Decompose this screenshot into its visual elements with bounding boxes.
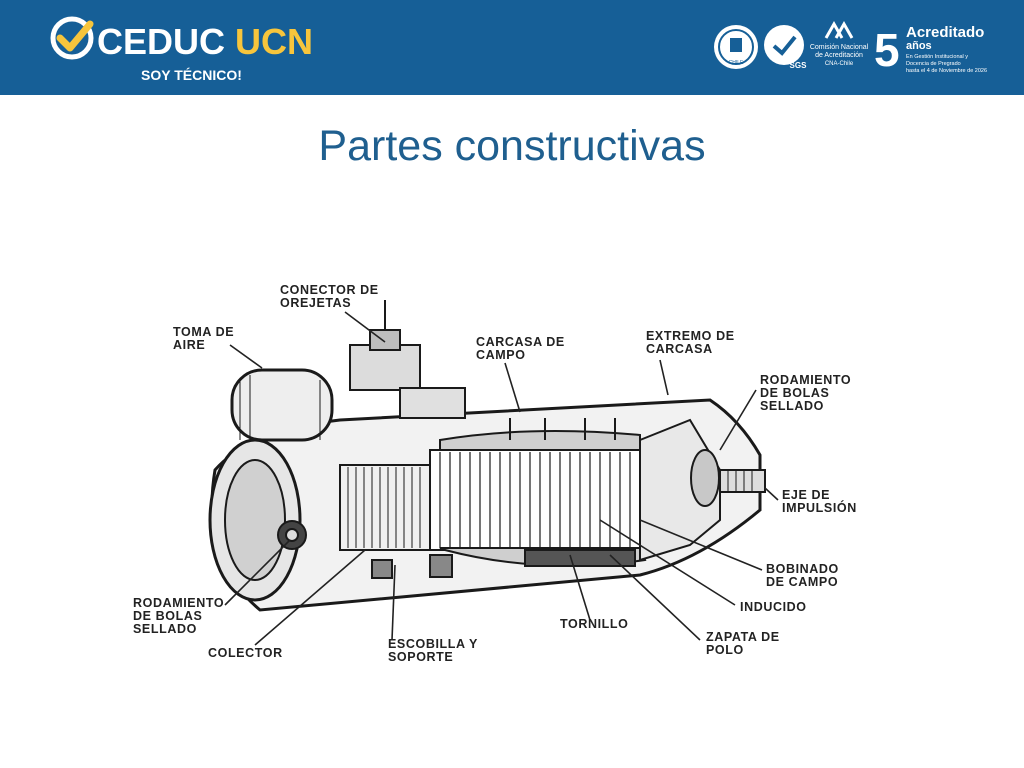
header-bar: CEDUC UCN SOY TÉCNICO! CHILE SGS Comisió… (0, 0, 1024, 95)
label-colector: COLECTOR (208, 646, 283, 660)
armature-slots (439, 452, 631, 548)
accreditation-detail-1: En Gestión Institucional y (906, 54, 968, 60)
brand-slogan: SOY TÉCNICO! (141, 67, 242, 83)
sgs-certification-icon: SGS (764, 25, 807, 70)
accreditation-badges: CHILE SGS Comisión Nacional de Acreditac… (714, 20, 987, 76)
accreditation-subtitle: años (906, 40, 932, 52)
ceduc-logo[interactable]: CEDUC UCN SOY TÉCNICO! (50, 14, 350, 86)
sgs-text: SGS (790, 61, 808, 70)
brand-name-accent: UCN (235, 21, 313, 62)
label-inducido: INDUCIDO (740, 600, 807, 614)
accreditation-detail-3: hasta el 4 de Noviembre de 2026 (906, 68, 987, 74)
cna-logo: Comisión Nacional de Acreditación CNA-Ch… (810, 20, 869, 67)
university-seal-icon: CHILE (714, 25, 758, 69)
motor-drawing (208, 300, 766, 612)
cna-line-3: CNA-Chile (825, 61, 854, 67)
svg-text:CEDUC UCN: CEDUC UCN (97, 21, 313, 62)
brand-name: CEDUC (97, 21, 225, 62)
commutator-bars (347, 467, 421, 548)
accreditation-detail-2: Docencia de Pregrado (906, 61, 961, 67)
leader-lines (224, 311, 779, 646)
label-tornillo: TORNILLO (560, 617, 628, 631)
accreditation-years: 5 (874, 24, 900, 76)
cna-line-1: Comisión Nacional (810, 44, 869, 51)
cna-line-2: de Acreditación (815, 52, 863, 59)
seal-text: CHILE (729, 60, 744, 66)
checkmark-icon (50, 16, 94, 60)
slide-title: Partes constructivas (318, 122, 706, 170)
accreditation-title: Acreditado (906, 24, 984, 41)
